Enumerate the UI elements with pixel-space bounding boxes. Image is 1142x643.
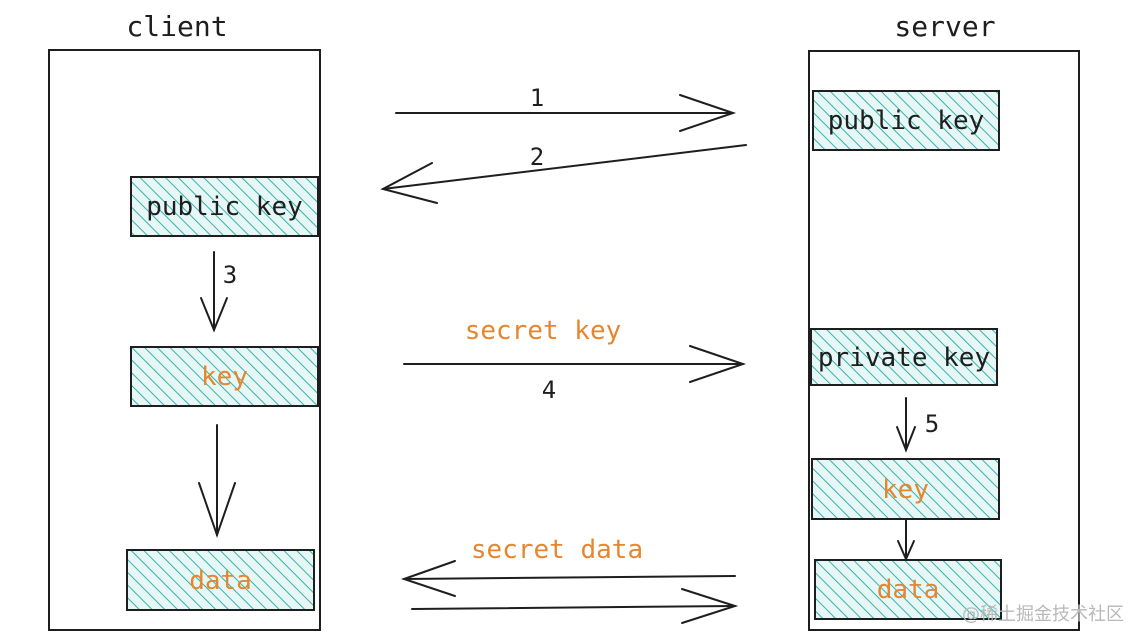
arrow-secret-data-to-server (411, 588, 739, 624)
client-public-key-label: public key (146, 192, 303, 222)
client-key-box: key (130, 346, 319, 407)
server-data-box: data (814, 559, 1002, 620)
server-private-key-label: private key (818, 343, 990, 373)
arrow-step-3 (200, 251, 228, 333)
arrow-step-5 (896, 397, 916, 453)
step-3-label: 3 (223, 261, 237, 289)
client-public-key-box: public key (130, 176, 319, 237)
arrow-step-1 (395, 94, 737, 132)
arrow-client-key-to-data (198, 424, 236, 539)
arrow-step-4 (403, 345, 747, 383)
server-private-key-box: private key (810, 328, 998, 386)
step-5-label: 5 (925, 410, 939, 438)
server-key-box: key (811, 458, 1000, 520)
watermark: @稀土掘金技术社区 (962, 604, 1124, 625)
client-data-box: data (126, 549, 315, 611)
step-2-label: 2 (530, 143, 544, 171)
server-key-label: key (882, 475, 929, 505)
server-title: server (894, 10, 995, 43)
secret-data-label: secret data (471, 535, 643, 565)
step-4-label: 4 (542, 376, 556, 404)
server-container (808, 50, 1080, 631)
arrow-secret-data-to-client (400, 560, 736, 597)
arrow-server-key-to-data (897, 518, 915, 562)
client-container (48, 49, 321, 631)
client-key-label: key (201, 362, 248, 392)
server-public-key-box: public key (812, 90, 1000, 151)
server-data-label: data (877, 575, 940, 605)
secret-key-label: secret key (465, 316, 622, 346)
server-public-key-label: public key (828, 106, 985, 136)
step-1-label: 1 (530, 84, 544, 112)
client-title: client (126, 10, 227, 43)
arrow-step-2 (380, 144, 747, 204)
client-data-label: data (189, 566, 252, 596)
